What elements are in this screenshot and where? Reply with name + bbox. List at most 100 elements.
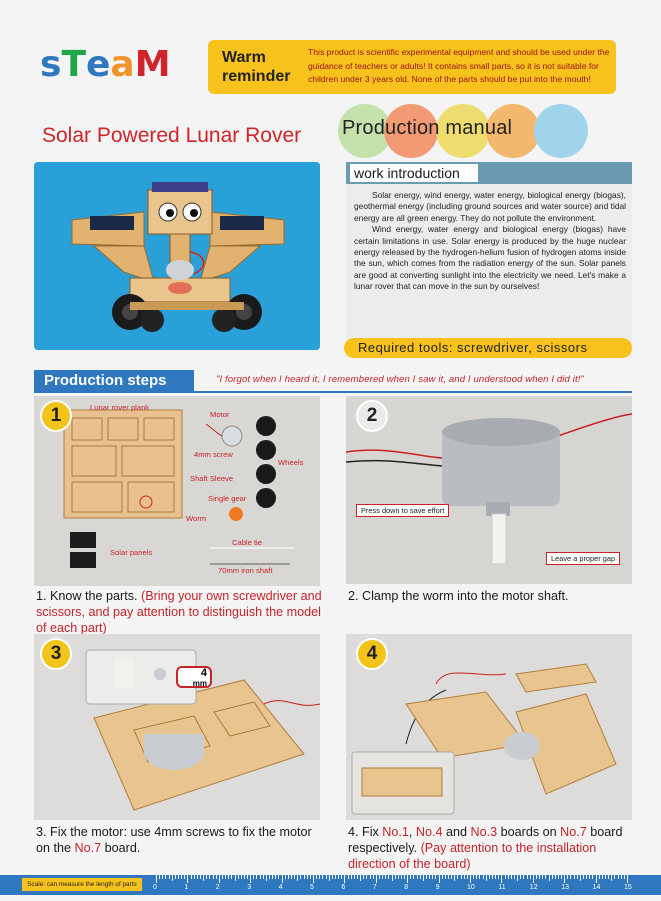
ruler-tick — [627, 875, 628, 883]
decor-circle — [534, 104, 588, 158]
part-label: 4mm screw — [194, 450, 233, 459]
ruler-tick — [545, 875, 547, 879]
caption-highlight: No.4 — [415, 825, 443, 839]
ruler-number: 8 — [404, 884, 409, 891]
step-number: 1 — [40, 400, 72, 432]
ruler-tick — [187, 875, 189, 883]
ruler-tag: Scale: can measure the length of parts — [22, 878, 142, 891]
ruler-tick — [262, 875, 264, 879]
ruler-tick — [454, 875, 456, 881]
ruler-tick — [353, 875, 355, 879]
ruler-tick — [529, 875, 531, 879]
ruler-tick — [470, 875, 471, 883]
caption-text: 3. Fix the motor: use 4mm screws to fix … — [36, 825, 312, 855]
ruler-tick — [203, 875, 205, 881]
ruler-tick — [328, 875, 330, 881]
ruler-tick — [579, 875, 581, 881]
ruler-tick — [159, 875, 161, 879]
ruler-tick — [284, 875, 286, 879]
part-label: 70mm iron shaft — [218, 566, 273, 575]
ruler-tick — [306, 875, 308, 879]
ruler-tick — [256, 875, 258, 879]
reminder-text: This product is scientific experimental … — [308, 47, 610, 84]
intro-heading: work introduction — [350, 164, 478, 182]
ruler-tick — [287, 875, 289, 879]
instruction-note: Press down to save effort — [356, 504, 450, 517]
ruler-tick — [479, 875, 481, 879]
caption-text: boards on — [497, 825, 561, 839]
ruler-tick — [225, 875, 227, 879]
caption-text: 4. Fix — [348, 825, 383, 839]
caption-text: 1. Know the parts. — [36, 589, 138, 603]
ruler-tick — [247, 875, 249, 879]
ruler-tick — [303, 875, 305, 879]
caption-text: and — [442, 825, 471, 839]
ruler-tick — [221, 875, 223, 879]
ruler-tick — [269, 875, 271, 879]
ruler-tick — [400, 875, 402, 879]
ruler-tick — [422, 875, 424, 881]
ruler-tick — [309, 875, 311, 879]
ruler-tick — [416, 875, 418, 879]
steam-logo: sTeaM — [40, 44, 190, 86]
part-label: Wheels — [278, 458, 304, 467]
ruler-tick — [313, 875, 314, 883]
work-introduction: work introduction Solar energy, wind ene… — [344, 162, 632, 358]
screw-size: 4 — [200, 667, 207, 679]
ruler-tick — [196, 875, 198, 879]
decor-circle — [338, 104, 392, 158]
ruler-tick — [177, 875, 179, 879]
ruler-tick — [432, 875, 434, 879]
ruler-tick — [532, 875, 534, 883]
ruler-tick — [620, 875, 622, 879]
step-1-caption: 1. Know the parts. (Bring your own screw… — [36, 588, 322, 636]
ruler-number: 6 — [341, 884, 346, 891]
ruler-tick — [218, 875, 220, 883]
ruler-number: 10 — [467, 884, 475, 891]
ruler-tick — [281, 875, 283, 883]
ruler-tick — [206, 875, 208, 879]
ruler-tick — [523, 875, 525, 879]
ruler-tick — [410, 875, 412, 879]
ruler-tick — [535, 875, 537, 879]
ruler-tick — [583, 875, 585, 879]
ruler-tick — [448, 875, 450, 879]
warm-reminder-box: Warm reminder This product is scientific… — [208, 40, 616, 94]
ruler-tick — [243, 875, 245, 879]
ruler-number: 2 — [215, 884, 220, 891]
ruler-tick — [426, 875, 428, 879]
ruler-number: 4 — [278, 884, 283, 891]
part-label: Solar panels — [110, 548, 153, 557]
instruction-note: Leave a proper gap — [546, 552, 621, 565]
ruler-tick — [209, 875, 211, 879]
ruler-tick — [325, 875, 327, 879]
ruler-tick — [589, 875, 591, 879]
caption-text: board respectively. — [348, 825, 623, 855]
ruler-tick — [605, 875, 607, 879]
part-label: Motor — [210, 410, 230, 419]
ruler-tick — [457, 875, 459, 879]
ruler-tick — [356, 875, 358, 879]
ruler-tick — [564, 875, 566, 883]
ruler-tick — [334, 875, 336, 879]
ruler-tick — [520, 875, 522, 879]
ruler-tick — [498, 875, 500, 879]
ruler-number: 14 — [592, 884, 601, 891]
screw-unit: mm — [192, 679, 207, 688]
steps-title: Production steps — [34, 370, 194, 392]
ruler-tick — [369, 875, 371, 879]
measuring-ruler: Scale: can measure the length of parts 0… — [0, 875, 661, 895]
ruler-tick — [557, 875, 559, 879]
ruler-tick — [413, 875, 415, 879]
ruler-tick — [482, 875, 484, 879]
caption-highlight: No.1 — [382, 825, 409, 839]
ruler-tick — [162, 875, 164, 879]
ruler-tick — [510, 875, 512, 879]
step-number: 3 — [40, 638, 72, 670]
ruler-number: 12 — [529, 884, 538, 891]
ruler-tick — [231, 875, 233, 879]
ruler-tick — [300, 875, 302, 879]
ruler-tick — [407, 875, 409, 883]
ruler-number: 11 — [498, 884, 506, 891]
ruler-tick — [363, 875, 365, 879]
